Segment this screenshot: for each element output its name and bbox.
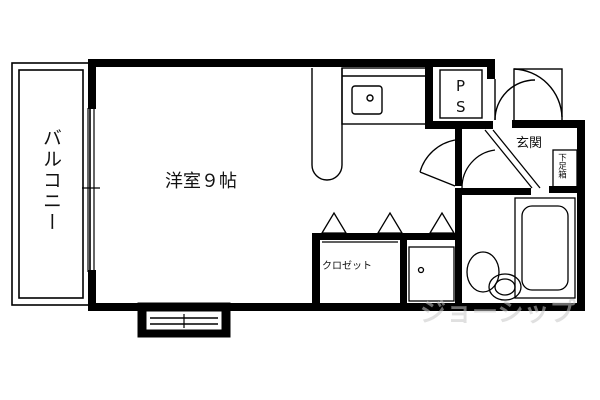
outer-walls xyxy=(88,59,585,311)
bay-window xyxy=(137,302,231,338)
watermark-text: ジョーシップ xyxy=(420,298,576,328)
shoe-box-label: 下足箱 xyxy=(556,153,567,179)
closet-door-marks xyxy=(320,211,456,243)
closet-label: クロゼット xyxy=(322,261,372,272)
entrance-door xyxy=(494,68,563,122)
interior-walls xyxy=(312,128,585,308)
pipe-space-label: PS xyxy=(456,77,466,116)
western-room-label: 洋室９帖 xyxy=(165,171,237,192)
balcony-label: バルコニー xyxy=(40,128,62,233)
entrance-label: 玄関 xyxy=(516,136,543,151)
bathtub xyxy=(514,197,576,299)
balcony-window xyxy=(82,108,100,272)
washroom-fixtures xyxy=(408,246,522,302)
shoe-box xyxy=(552,149,578,189)
kitchen-counter xyxy=(311,67,427,181)
balcony-outline xyxy=(11,62,91,306)
pipe-space-box xyxy=(439,69,483,119)
entrance-steps xyxy=(419,129,541,189)
